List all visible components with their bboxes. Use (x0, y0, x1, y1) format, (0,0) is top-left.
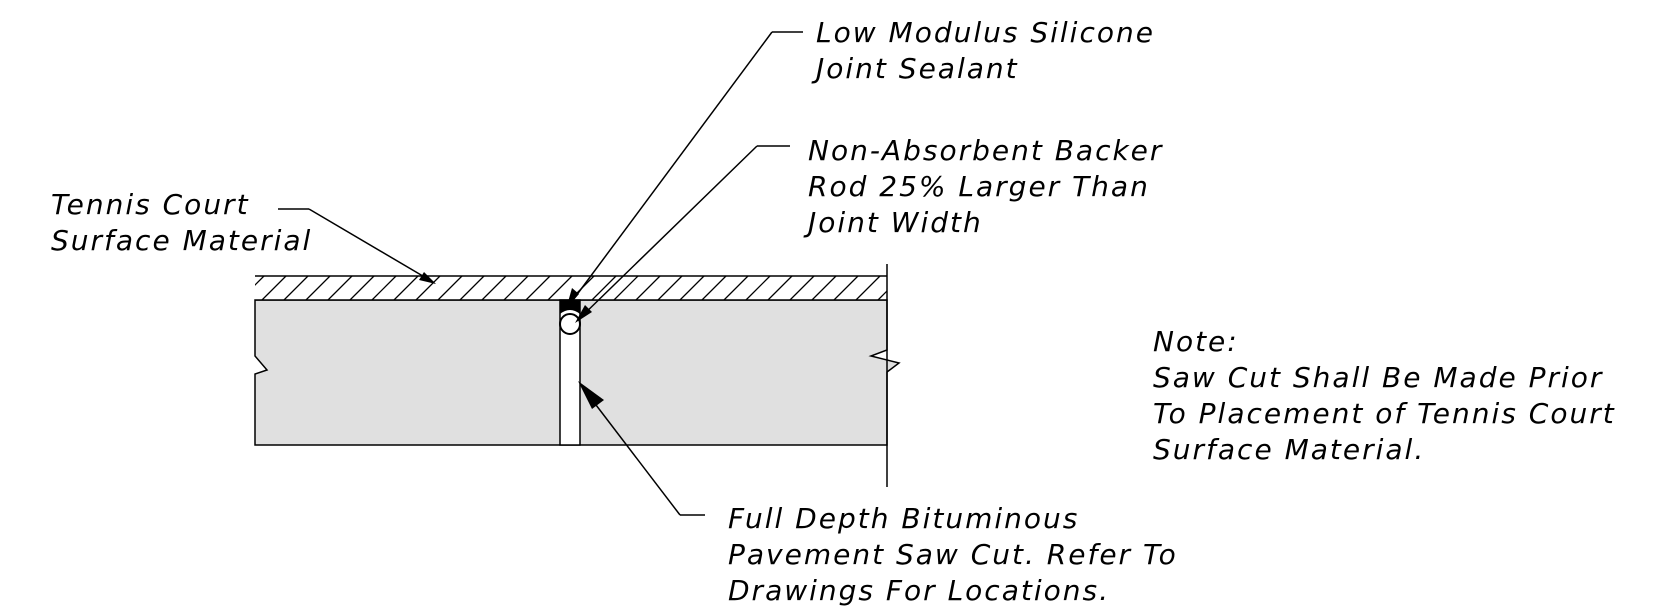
hatch-line (723, 276, 749, 300)
hatch-line (613, 276, 639, 300)
surface-label-line2: Surface Material (51, 224, 312, 257)
leader-saw-cut (578, 381, 705, 516)
note-line2: To Placement of Tennis Court (1153, 397, 1616, 430)
hatch-line (767, 276, 793, 300)
hatch-line (261, 276, 287, 300)
hatch-line (393, 276, 419, 300)
hatch-line (327, 276, 353, 300)
hatch-line (283, 276, 309, 300)
hatch-line (833, 276, 859, 300)
backer-rod-label-line3: Joint Width (803, 206, 983, 239)
hatch-line (877, 290, 887, 300)
hatch-line (503, 276, 529, 300)
hatch-line (900, 276, 924, 300)
saw-cut-label-line1: Full Depth Bituminous (728, 502, 1079, 535)
hatch-line (371, 276, 397, 300)
hatch-line (525, 276, 551, 300)
hatch-line (349, 276, 375, 300)
hatch-line (855, 276, 881, 300)
backer-rod-label-line2: Rod 25% Larger Than (808, 170, 1150, 203)
hatch-line (481, 276, 507, 300)
note-heading: Note: (1153, 325, 1239, 358)
leader-backer-rod (575, 145, 790, 323)
backer-rod (559, 313, 581, 335)
hatch-line (437, 276, 463, 300)
leader-sealant (566, 31, 803, 309)
surface-label-line1: Tennis Court (51, 188, 250, 221)
hatch-line (255, 276, 265, 286)
hatch-line (547, 276, 573, 300)
hatch-line (459, 276, 485, 300)
hatch-line (657, 276, 683, 300)
hatch-line (305, 276, 331, 300)
leader-surface (278, 208, 436, 284)
hatch-line (591, 276, 617, 300)
note-line1: Saw Cut Shall Be Made Prior (1153, 361, 1603, 394)
hatch-line (789, 276, 815, 300)
hatch-line (811, 276, 837, 300)
hatch-line (415, 276, 441, 300)
hatch-line (635, 276, 661, 300)
backer-rod-label-line1: Non-Absorbent Backer (808, 134, 1163, 167)
note-block: Note: Saw Cut Shall Be Made Prior To Pla… (1153, 325, 1616, 466)
saw-cut-label-line3: Drawings For Locations. (728, 574, 1110, 607)
sealant-label-line1: Low Modulus Silicone (816, 16, 1155, 49)
hatch-line (701, 276, 727, 300)
joint-sealant (560, 300, 580, 314)
hatch-line (745, 276, 771, 300)
saw-cut-label-line2: Pavement Saw Cut. Refer To (728, 538, 1178, 571)
sealant-label-line2: Joint Sealant (811, 52, 1019, 85)
hatch-line (679, 276, 705, 300)
note-line3: Surface Material. (1153, 433, 1425, 466)
